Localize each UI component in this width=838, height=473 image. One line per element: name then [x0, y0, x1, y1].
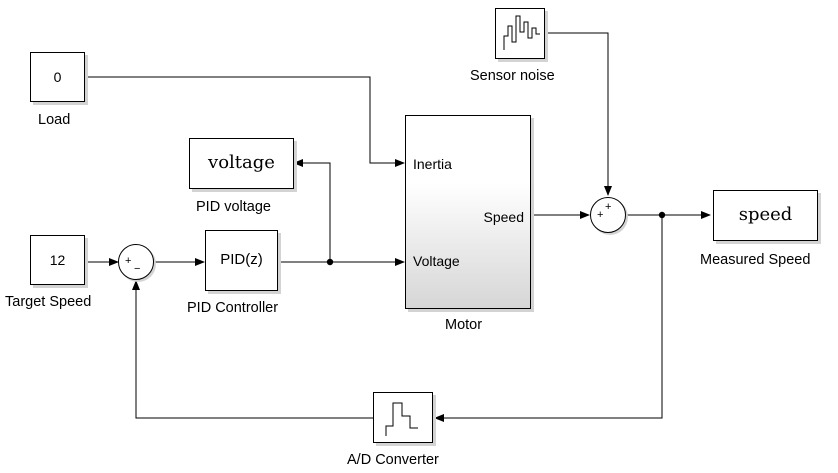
branch-point-pid [326, 258, 334, 266]
noise-sum-block[interactable]: + + [590, 197, 626, 233]
pid-controller-block[interactable]: PID(z) [205, 230, 278, 291]
line-ad-to-sum[interactable] [132, 280, 373, 419]
load-label: Load [38, 112, 71, 128]
branch-point-speed [658, 211, 666, 219]
pid-voltage-label: PID voltage [196, 199, 271, 215]
ad-converter-block[interactable] [373, 392, 433, 443]
motor-voltage-port: Voltage [413, 253, 460, 269]
error-sum-plus-sign: + [125, 255, 132, 267]
motor-label: Motor [445, 317, 483, 333]
pid-voltage-block[interactable]: voltage [189, 138, 294, 189]
measured-speed-label: Measured Speed [700, 252, 811, 268]
line-branch-to-pid-voltage[interactable] [293, 159, 331, 262]
line-load-to-inertia[interactable] [85, 76, 405, 167]
measured-speed-value: speed [738, 204, 793, 225]
line-noise-to-sum[interactable] [545, 32, 612, 196]
sensor-noise-block[interactable] [495, 8, 545, 59]
load-constant-block[interactable]: 0 [30, 52, 85, 102]
error-sum-minus-sign: − [134, 263, 141, 275]
motor-speed-port: Speed [483, 209, 524, 225]
target-speed-block[interactable]: 12 [30, 235, 85, 285]
load-value: 0 [53, 69, 62, 85]
pid-voltage-value: voltage [208, 152, 275, 173]
target-speed-label: Target Speed [5, 294, 92, 310]
zero-order-hold-icon [385, 402, 418, 436]
ad-converter-label: A/D Converter [347, 452, 439, 468]
measured-speed-block[interactable]: speed [713, 190, 818, 241]
sensor-noise-label: Sensor noise [470, 68, 555, 84]
motor-inertia-port: Inertia [413, 156, 452, 172]
error-sum-block[interactable]: + − [118, 244, 154, 280]
pid-controller-label: PID Controller [187, 300, 279, 316]
noise-sum-left-plus-sign: + [597, 209, 604, 221]
pid-controller-value: PID(z) [220, 251, 263, 268]
target-speed-value: 12 [49, 252, 66, 268]
line-feedback-to-ad[interactable] [434, 215, 663, 422]
random-signal-icon [503, 15, 540, 50]
motor-block[interactable]: Inertia Voltage Speed [405, 115, 531, 309]
noise-sum-top-plus-sign: + [605, 201, 612, 213]
